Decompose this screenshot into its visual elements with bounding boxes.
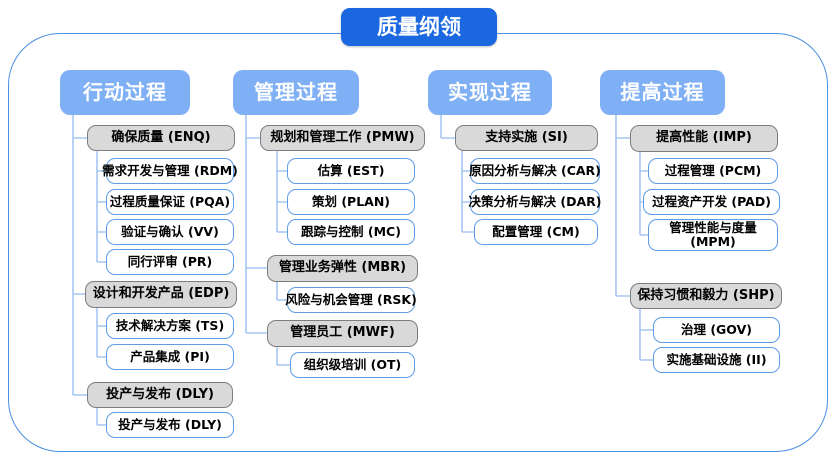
leaf-mc: 跟踪与控制 (MC) bbox=[287, 219, 415, 245]
group-si: 支持实施 (SI) bbox=[455, 125, 598, 151]
leaf-mpm: 管理性能与度量 (MPM) bbox=[648, 219, 778, 251]
leaf-pr: 同行评审 (PR) bbox=[106, 249, 234, 275]
leaf-pcm: 过程管理 (PCM) bbox=[648, 158, 778, 184]
leaf-dly: 投产与发布 (DLY) bbox=[106, 412, 234, 438]
leaf-ot: 组织级培训 (OT) bbox=[290, 352, 415, 378]
group-enq: 确保质量 (ENQ) bbox=[87, 125, 235, 151]
leaf-plan: 策划 (PLAN) bbox=[287, 189, 415, 215]
column-header-improvement-process: 提高过程 bbox=[600, 70, 725, 115]
leaf-rsk: 风险与机会管理 (RSK) bbox=[285, 287, 417, 313]
leaf-car: 原因分析与解决 (CAR) bbox=[469, 158, 601, 184]
group-mbr: 管理业务弹性 (MBR) bbox=[267, 255, 418, 282]
leaf-rdm: 需求开发与管理 (RDM) bbox=[102, 158, 238, 184]
leaf-est: 估算 (EST) bbox=[287, 158, 415, 184]
column-header-action-process: 行动过程 bbox=[60, 70, 190, 115]
leaf-pi: 产品集成 (PI) bbox=[106, 344, 234, 370]
diagram-title: 质量纲领 bbox=[341, 8, 497, 46]
column-header-implementation-process: 实现过程 bbox=[428, 70, 552, 115]
group-imp: 提高性能 (IMP) bbox=[630, 125, 778, 152]
column-header-management-process: 管理过程 bbox=[233, 70, 359, 115]
leaf-cm: 配置管理 (CM) bbox=[474, 219, 598, 245]
group-dly: 投产与发布 (DLY) bbox=[87, 382, 233, 408]
leaf-dar: 决策分析与解决 (DAR) bbox=[469, 189, 601, 215]
leaf-pad: 过程资产开发 (PAD) bbox=[643, 189, 780, 215]
group-edp: 设计和开发产品 (EDP) bbox=[85, 281, 237, 308]
leaf-pqa: 过程质量保证 (PQA) bbox=[106, 189, 234, 215]
group-shp: 保持习惯和毅力 (SHP) bbox=[630, 283, 782, 309]
leaf-gov: 治理 (GOV) bbox=[653, 317, 780, 343]
leaf-vv: 验证与确认 (VV) bbox=[106, 219, 234, 245]
group-pmw: 规划和管理工作 (PMW) bbox=[260, 125, 425, 151]
group-mwf: 管理员工 (MWF) bbox=[267, 320, 418, 347]
leaf-ts: 技术解决方案 (TS) bbox=[106, 313, 234, 339]
leaf-ii: 实施基础设施 (II) bbox=[653, 347, 780, 373]
